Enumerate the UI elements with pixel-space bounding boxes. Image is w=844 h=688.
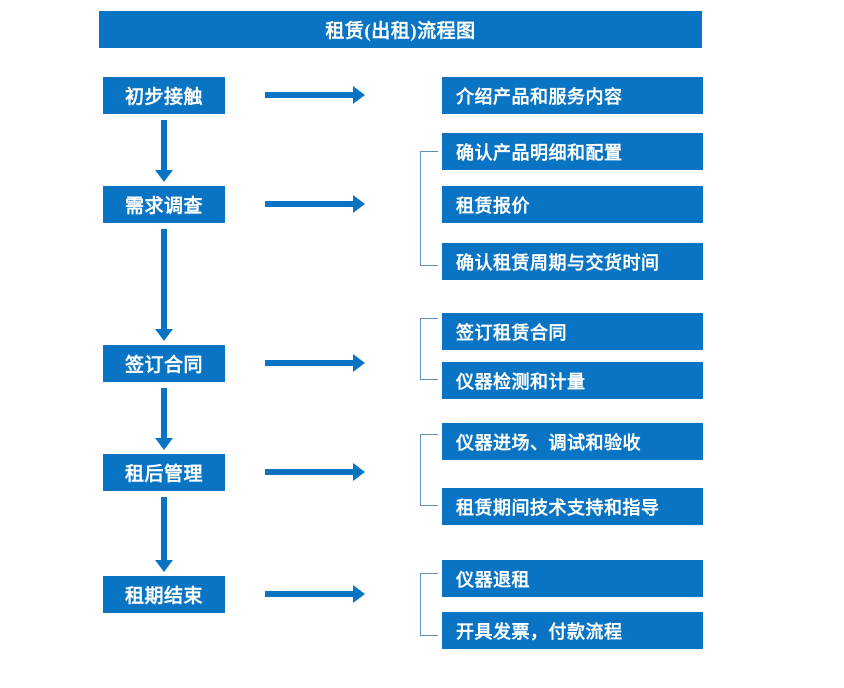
detail-box-租赁期间技术支持和指导[interactable]: 租赁期间技术支持和指导 xyxy=(442,488,703,525)
horizontal-arrow-stage5 xyxy=(265,585,365,603)
detail-box-仪器检测和计量[interactable]: 仪器检测和计量 xyxy=(442,362,703,399)
horizontal-arrow-stage4 xyxy=(265,463,365,481)
group-bracket-stage3 xyxy=(420,318,438,380)
group-bracket-stage4 xyxy=(420,434,438,506)
stage-box-租期结束[interactable]: 租期结束 xyxy=(103,576,225,613)
vertical-arrow-stage3-to-stage4 xyxy=(155,388,173,450)
vertical-arrow-stage1-to-stage2 xyxy=(155,120,173,182)
detail-box-仪器进场调试和验收[interactable]: 仪器进场、调试和验收 xyxy=(442,423,703,460)
detail-box-开具发票付款流程[interactable]: 开具发票，付款流程 xyxy=(442,612,703,649)
vertical-arrow-stage4-to-stage5 xyxy=(155,497,173,572)
horizontal-arrow-stage1 xyxy=(265,86,365,104)
detail-box-确认租赁周期与交货时间[interactable]: 确认租赁周期与交货时间 xyxy=(442,243,703,280)
detail-box-签订租赁合同[interactable]: 签订租赁合同 xyxy=(442,313,703,350)
stage-box-需求调查[interactable]: 需求调查 xyxy=(103,186,225,223)
horizontal-arrow-stage2 xyxy=(265,195,365,213)
group-bracket-stage2 xyxy=(420,151,438,266)
detail-box-确认产品明细和配置[interactable]: 确认产品明细和配置 xyxy=(442,133,703,170)
group-bracket-stage5 xyxy=(420,573,438,636)
stage-box-租后管理[interactable]: 租后管理 xyxy=(103,454,225,491)
detail-box-仪器退租[interactable]: 仪器退租 xyxy=(442,560,703,597)
detail-box-租赁报价[interactable]: 租赁报价 xyxy=(442,186,703,223)
page-title: 租赁(出租)流程图 xyxy=(99,11,702,48)
stage-box-签订合同[interactable]: 签订合同 xyxy=(103,345,225,382)
vertical-arrow-stage2-to-stage3 xyxy=(155,229,173,341)
detail-box-介绍产品和服务内容[interactable]: 介绍产品和服务内容 xyxy=(442,77,703,114)
stage-box-初步接触[interactable]: 初步接触 xyxy=(103,77,225,114)
horizontal-arrow-stage3 xyxy=(265,354,365,372)
